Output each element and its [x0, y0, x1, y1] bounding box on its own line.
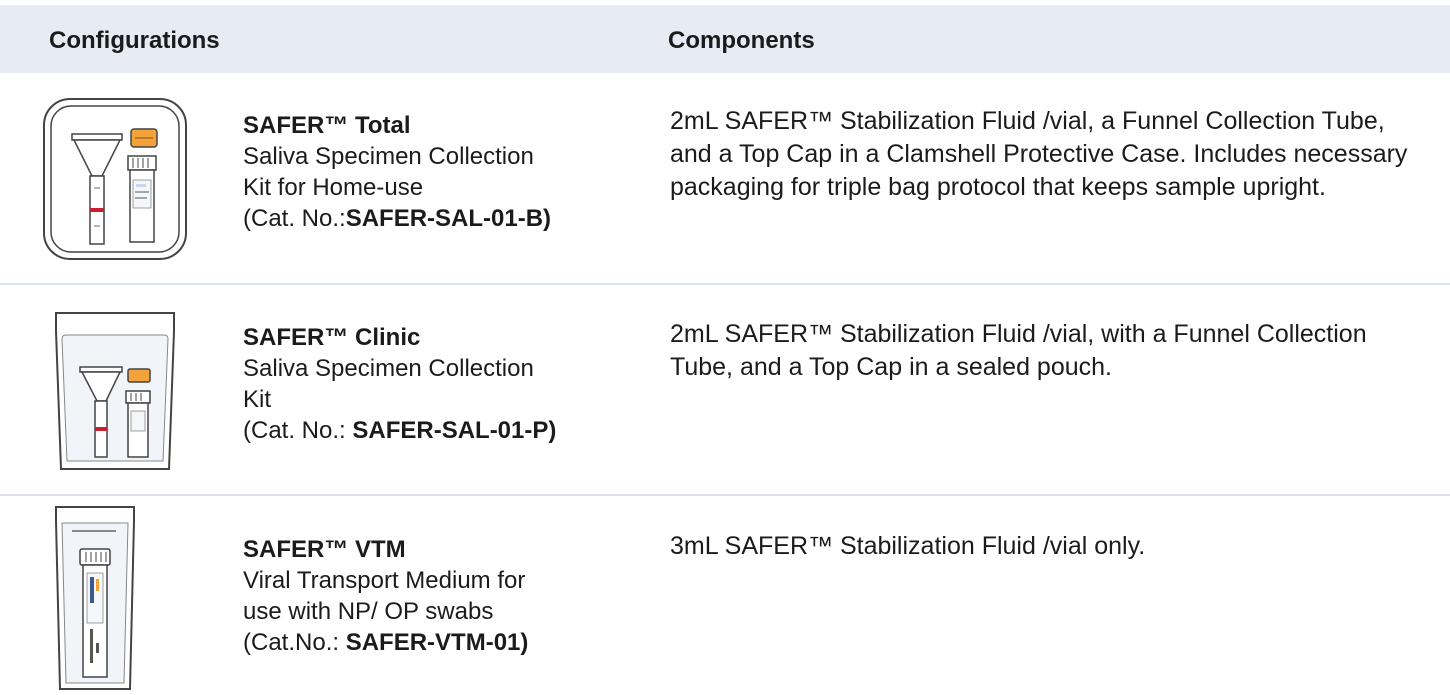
config-desc: Kit for Home-use	[243, 174, 424, 201]
config-desc: Saliva Specimen Collection	[243, 143, 534, 170]
config-clinic: SAFER™ Clinic Saliva Specimen Collection…	[243, 322, 556, 446]
pouch-kit-image	[50, 309, 180, 473]
components-total: 2mL SAFER™ Stabilization Fluid /vial, a …	[670, 107, 1408, 201]
config-cat: (Cat. No.: SAFER-SAL-01-P)	[243, 415, 556, 446]
header-components: Components	[668, 27, 815, 54]
config-name: SAFER™ Total	[243, 112, 411, 139]
config-cat: (Cat. No.:SAFER-SAL-01-B)	[243, 203, 551, 234]
vtm-pouch-image	[50, 503, 140, 693]
config-desc: Viral Transport Medium for	[243, 567, 526, 594]
config-name: SAFER™ Clinic	[243, 324, 421, 351]
table-header: Configurations Components	[0, 5, 1450, 73]
cat-prefix: (Cat. No.:	[243, 417, 353, 444]
cat-code: SAFER-VTM-01)	[345, 629, 529, 656]
clamshell-kit-image	[40, 96, 190, 262]
cat-prefix: (Cat. No.:	[243, 205, 346, 232]
config-desc: Saliva Specimen Collection	[243, 355, 534, 382]
cat-code: SAFER-SAL-01-B)	[345, 205, 552, 232]
cat-code: SAFER-SAL-01-P)	[352, 417, 557, 444]
config-desc: Kit	[243, 386, 272, 413]
header-configurations: Configurations	[49, 27, 220, 54]
config-cat: (Cat.No.: SAFER-VTM-01)	[243, 627, 528, 658]
row-divider	[0, 283, 1450, 285]
config-vtm: SAFER™ VTM Viral Transport Medium for us…	[243, 534, 528, 658]
row-divider	[0, 494, 1450, 496]
config-total: SAFER™ Total Saliva Specimen Collection …	[243, 110, 551, 234]
config-desc: use with NP/ OP swabs	[243, 598, 494, 625]
components-clinic: 2mL SAFER™ Stabilization Fluid /vial, wi…	[670, 320, 1367, 381]
config-name: SAFER™ VTM	[243, 536, 406, 563]
cat-prefix: (Cat.No.:	[243, 629, 346, 656]
components-vtm: 3mL SAFER™ Stabilization Fluid /vial onl…	[670, 532, 1146, 560]
